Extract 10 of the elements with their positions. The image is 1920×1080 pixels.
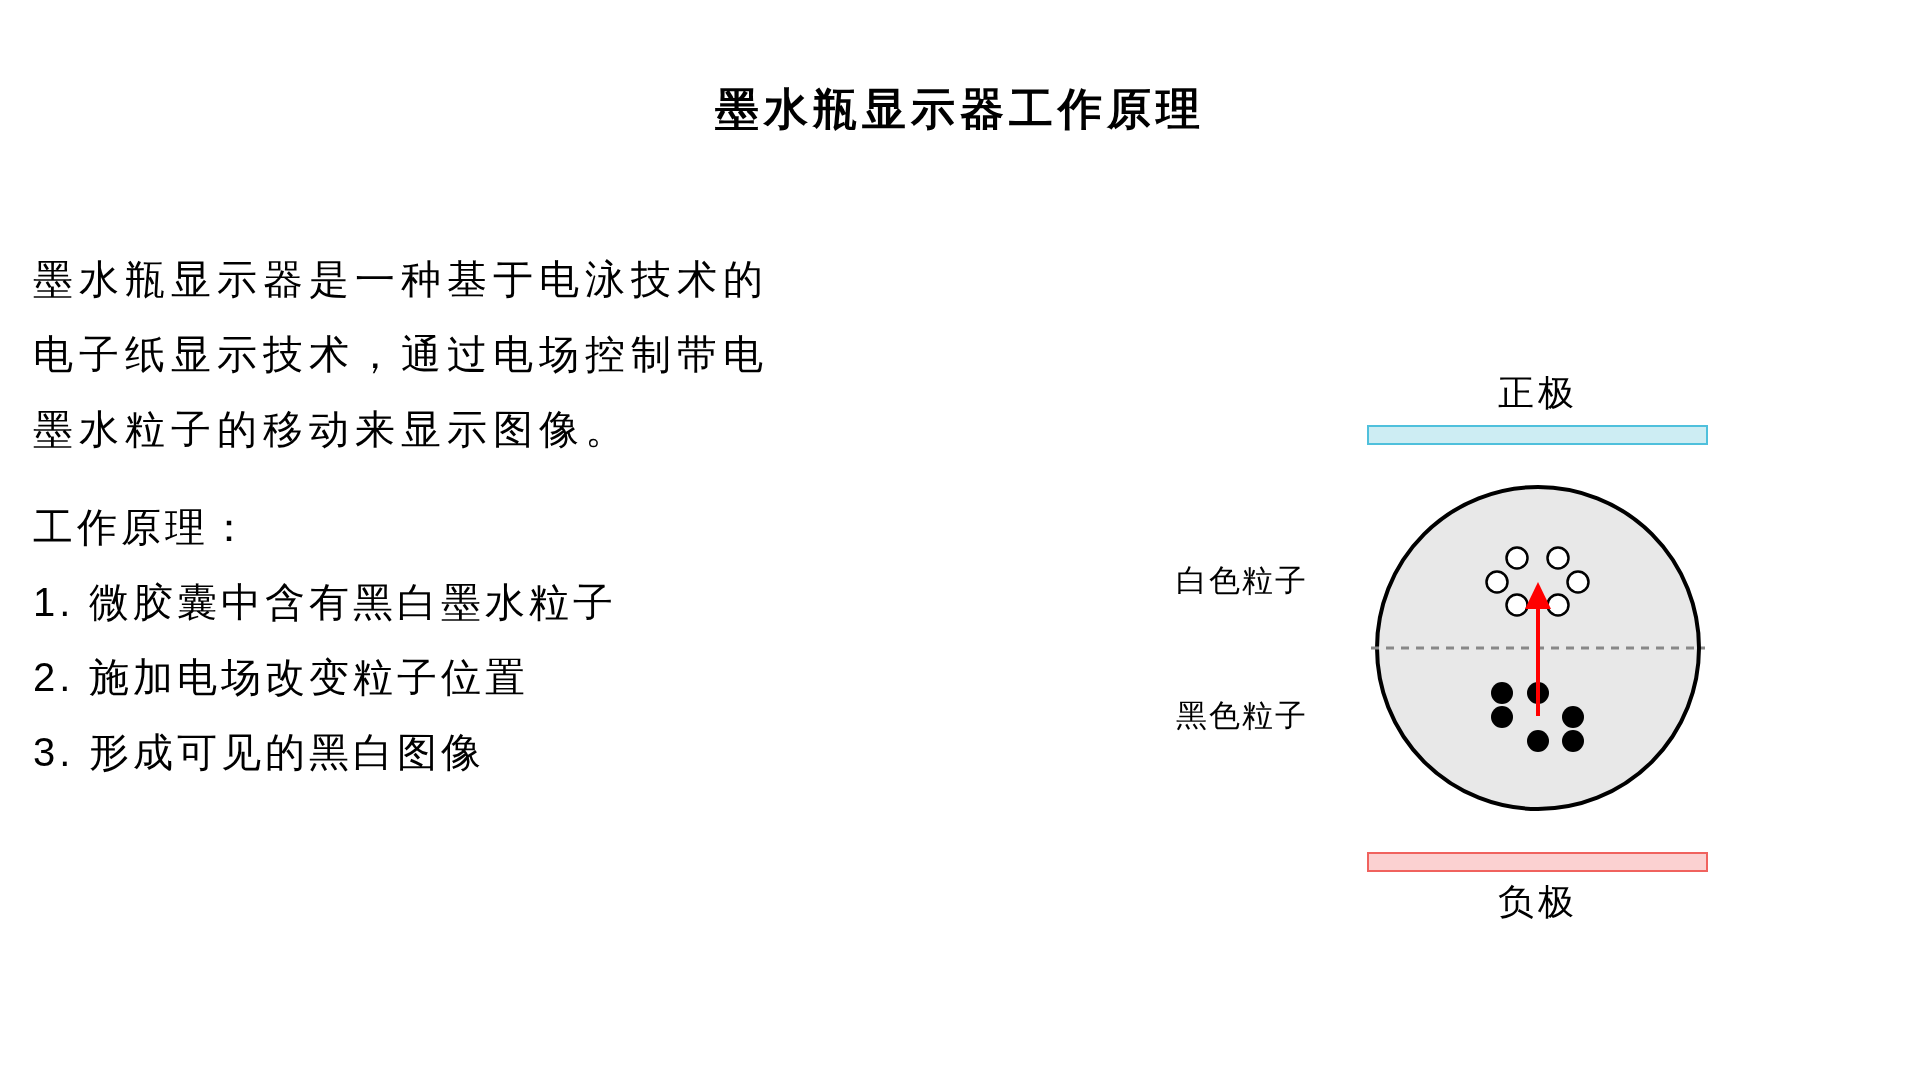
list-heading: 工作原理： xyxy=(33,504,253,551)
description-paragraph: 墨水瓶显示器是一种基于电泳技术的电子纸显示技术，通过电场控制带电墨水粒子的移动来显示图像。 xyxy=(33,256,770,453)
list-item: 2. 施加电场改变粒子位置 xyxy=(33,654,530,701)
list-item: 3. 形成可见的黑白图像 xyxy=(33,729,486,776)
list-item: 1. 微胶囊中含有黑白墨水粒子 xyxy=(33,579,618,626)
particle-label: 白色粒子 xyxy=(1176,562,1308,600)
electrode-label: 负极 xyxy=(1497,881,1578,922)
particle-label: 黑色粒子 xyxy=(1176,697,1308,735)
title: 墨水瓶显示器工作原理 xyxy=(715,84,1205,133)
electrode-label: 正极 xyxy=(1497,372,1578,413)
